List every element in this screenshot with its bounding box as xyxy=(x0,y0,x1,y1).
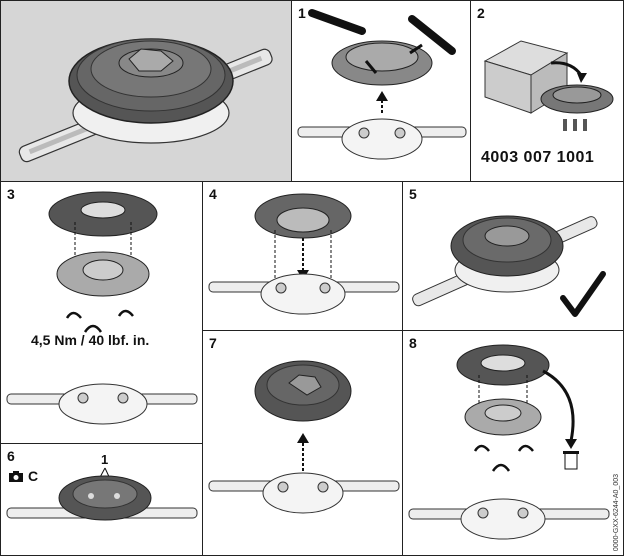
step-1-illustration xyxy=(297,9,467,160)
camera-icon xyxy=(9,470,23,482)
callout-number: 1 xyxy=(101,452,109,467)
step-4-illustration xyxy=(208,193,400,315)
step-5-illustration xyxy=(412,215,606,317)
mode-letter: C xyxy=(28,468,39,484)
step-3-illustration xyxy=(6,191,198,425)
step-5-panel: 5 xyxy=(402,181,624,331)
step-6-panel: 6 C 1 xyxy=(0,443,203,556)
step-7-illustration xyxy=(208,360,400,514)
step-2-panel: 2 4003 007 1001 xyxy=(470,0,624,182)
assembled-mowing-head-illustration xyxy=(18,38,273,163)
step-6-illustration xyxy=(6,467,198,521)
trash-icon xyxy=(564,452,578,470)
camera-mode-label: C xyxy=(9,468,38,484)
torque-spec: 4,5 Nm / 40 lbf. in. xyxy=(31,332,150,348)
step-number: 3 xyxy=(7,186,15,202)
step-3-panel: 3 4,5 Nm / 40 lbf. in. xyxy=(0,181,203,444)
step-7-panel: 7 xyxy=(202,330,403,556)
check-icon xyxy=(560,271,606,317)
step-number: 6 xyxy=(7,448,15,464)
step-8-panel: 8 0000-GXX-6244-A0_003 xyxy=(402,330,624,556)
overview-panel xyxy=(0,0,292,182)
step-number: 8 xyxy=(409,335,417,351)
part-number: 4003 007 1001 xyxy=(481,149,595,166)
step-1-panel: 1 xyxy=(291,0,471,182)
step-number: 4 xyxy=(209,186,217,202)
step-number: 7 xyxy=(209,335,217,351)
step-number: 1 xyxy=(298,5,306,21)
step-number: 5 xyxy=(409,186,417,202)
step-number: 2 xyxy=(477,5,485,21)
step-2-illustration xyxy=(483,40,614,131)
step-8-illustration xyxy=(408,344,610,540)
step-4-panel: 4 xyxy=(202,181,403,331)
document-reference: 0000-GXX-6244-A0_003 xyxy=(613,473,620,551)
